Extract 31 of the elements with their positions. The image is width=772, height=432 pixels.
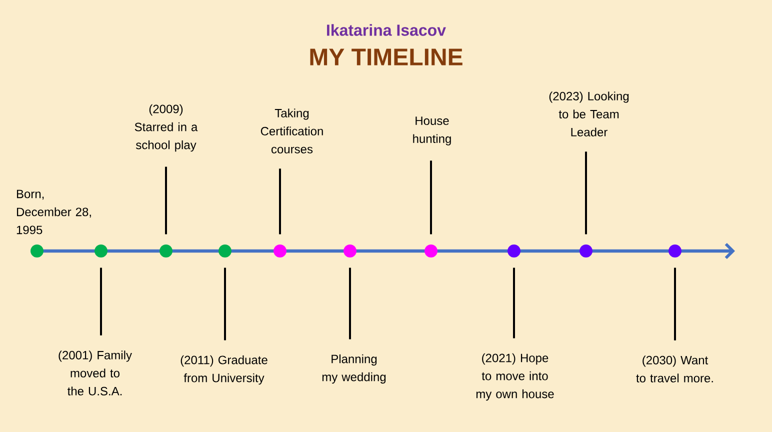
leader-line	[100, 268, 102, 336]
leader-line	[430, 160, 432, 234]
timeline-dot	[30, 244, 44, 258]
timeline-dot	[668, 244, 682, 258]
leader-line	[585, 152, 587, 234]
event-label: Planning my wedding	[322, 354, 386, 384]
leader-line	[165, 166, 167, 234]
timeline-dot	[160, 244, 172, 258]
leader-line	[513, 268, 515, 338]
event-label: (2023) Looking to be Team Leader	[549, 92, 629, 136]
leader-line	[674, 268, 676, 340]
event-label: (2021) Hope to move into my own house	[476, 353, 554, 401]
leader-line	[224, 268, 226, 340]
timeline-dot	[218, 244, 232, 258]
timeline-dot	[94, 244, 108, 258]
event-label: (2030) Want to travel more.	[636, 356, 713, 382]
event-label: (2009) Starred in a school play	[134, 104, 198, 152]
leader-line	[349, 268, 351, 340]
timeline-dot	[508, 244, 520, 258]
event-label: (2011) Graduate from University	[180, 355, 268, 385]
timeline-dot	[344, 244, 356, 258]
leader-line	[279, 168, 281, 234]
timeline-dot	[424, 244, 438, 258]
event-label: House hunting	[413, 116, 451, 146]
timeline-dot	[274, 244, 286, 258]
event-label: (2001) Family moved to the U.S.A.	[58, 350, 132, 396]
event-label: Born, December 28, 1995	[16, 190, 91, 234]
title: MY TIMELINE	[310, 48, 462, 66]
event-label: Taking Certification courses	[260, 108, 323, 154]
name-heading: Ikatarina Isacov	[327, 24, 446, 36]
timeline-dot	[580, 244, 592, 258]
